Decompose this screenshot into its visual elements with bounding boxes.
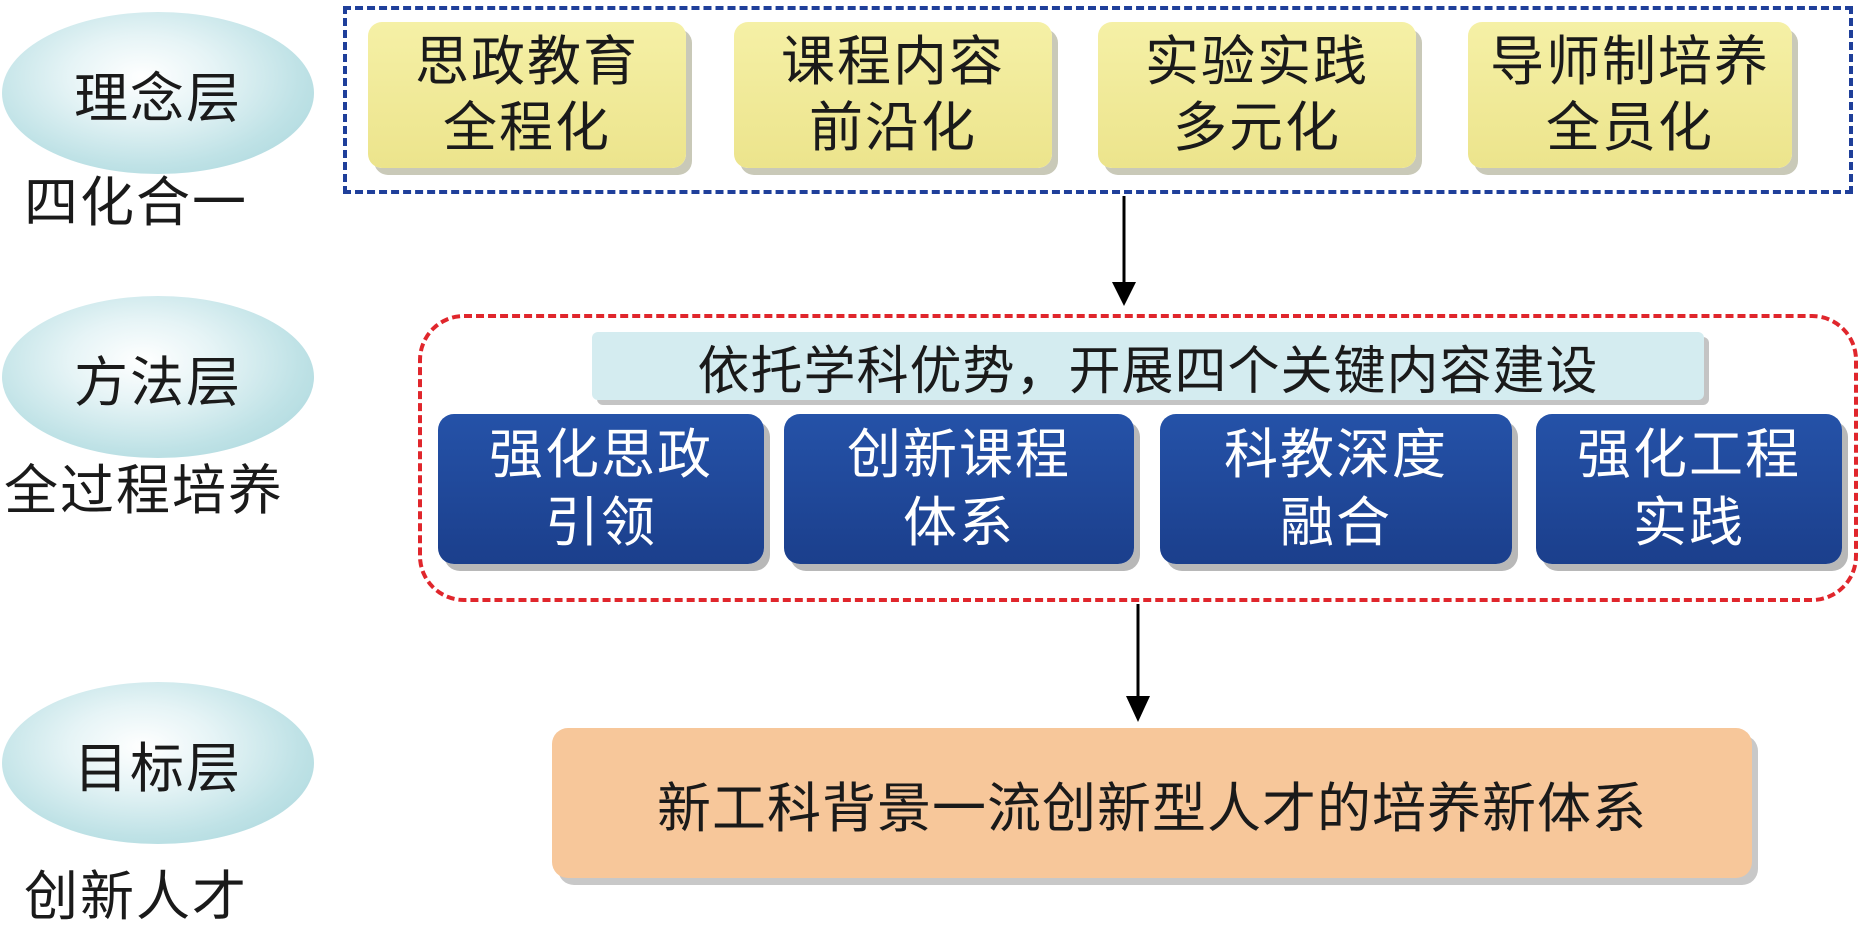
concept-box: 思政教育 全程化 — [368, 22, 686, 168]
concept-layer-frame — [343, 6, 1853, 194]
method-box-line1: 强化工程 — [1577, 423, 1801, 486]
concept-box: 实验实践 多元化 — [1098, 22, 1416, 168]
concept-box-line1: 导师制培养 — [1490, 30, 1770, 93]
layer-ellipse-concept: 理念层 — [2, 12, 314, 174]
method-box-line2: 引领 — [545, 491, 657, 554]
arrow-concept-to-method — [1112, 196, 1136, 306]
method-layer-frame — [418, 314, 1858, 602]
layer-subtitle-concept: 四化合一 — [24, 171, 248, 234]
layer-ellipse-method: 方法层 — [2, 296, 314, 458]
method-box: 强化工程 实践 — [1536, 414, 1842, 564]
method-banner: 依托学科优势，开展四个关键内容建设 — [592, 332, 1704, 402]
method-box: 创新课程 体系 — [784, 414, 1134, 564]
method-box-line2: 实践 — [1633, 491, 1745, 554]
method-box: 强化思政 引领 — [438, 414, 764, 564]
concept-box-line1: 思政教育 — [415, 30, 639, 93]
method-box: 科教深度 融合 — [1160, 414, 1512, 564]
concept-box-line2: 多元化 — [1173, 96, 1341, 159]
concept-box-line2: 前沿化 — [809, 96, 977, 159]
arrow-method-to-target — [1126, 604, 1150, 722]
concept-box-line2: 全程化 — [443, 96, 611, 159]
concept-box: 导师制培养 全员化 — [1468, 22, 1792, 168]
concept-box-line1: 实验实践 — [1145, 30, 1369, 93]
layer-subtitle-target: 创新人才 — [24, 865, 248, 928]
method-box-line1: 强化思政 — [489, 423, 713, 486]
method-box-line1: 创新课程 — [847, 423, 1071, 486]
layer-name-method: 方法层 — [74, 350, 242, 414]
method-box-line2: 融合 — [1280, 491, 1392, 554]
target-box: 新工科背景一流创新型人才的培养新体系 — [552, 728, 1752, 878]
concept-box-line2: 全员化 — [1546, 96, 1714, 159]
layer-subtitle-method: 全过程培养 — [4, 459, 284, 522]
layer-ellipse-target: 目标层 — [2, 682, 314, 844]
method-box-line2: 体系 — [903, 491, 1015, 554]
layer-name-concept: 理念层 — [74, 66, 242, 130]
concept-box-line1: 课程内容 — [781, 30, 1005, 93]
method-box-line1: 科教深度 — [1224, 423, 1448, 486]
layer-name-target: 目标层 — [74, 736, 242, 800]
concept-box: 课程内容 前沿化 — [734, 22, 1052, 168]
